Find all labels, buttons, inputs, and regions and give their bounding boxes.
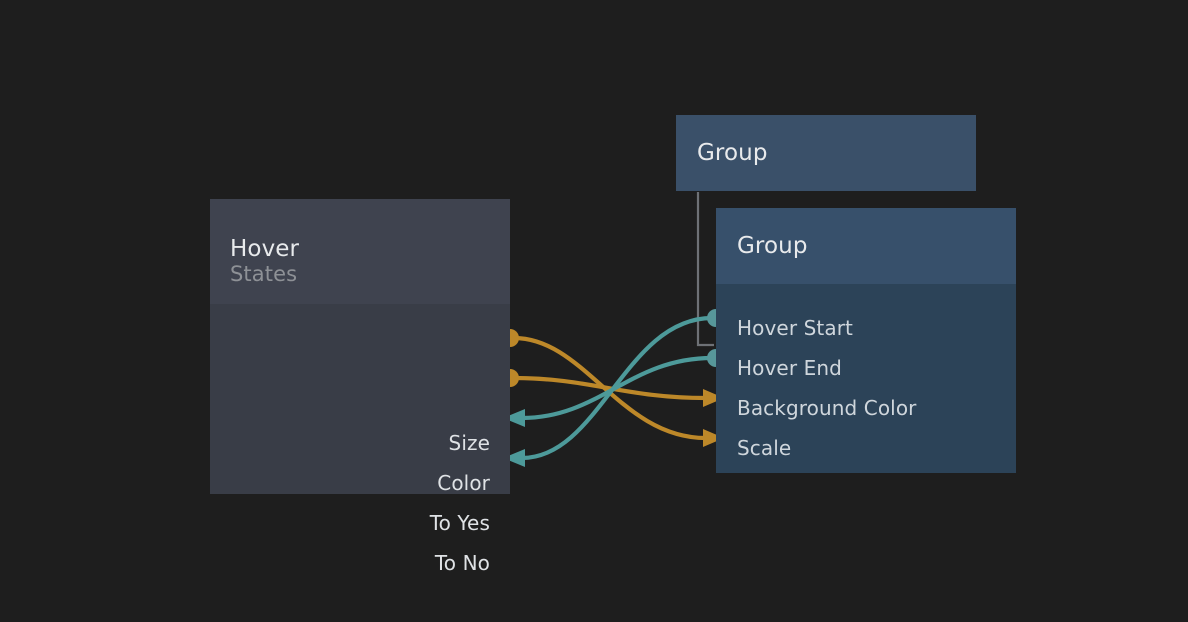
port-row-to-yes[interactable]: To Yes	[430, 513, 510, 533]
parent-link-elbow	[696, 192, 714, 347]
node-hover-body: Size Color To Yes To No	[210, 304, 510, 573]
node-hover-subtitle: States	[230, 262, 298, 287]
node-group-inner[interactable]: Group Hover Start Hover End Background C…	[716, 208, 1016, 473]
port-row-hover-end[interactable]: Hover End	[716, 358, 842, 378]
port-row-to-no[interactable]: To No	[435, 553, 510, 573]
port-label-to-no: To No	[434, 551, 490, 575]
port-label-to-yes: To Yes	[429, 511, 490, 535]
edge-size-to-scale	[511, 335, 709, 441]
node-group-outer[interactable]: Group	[676, 115, 976, 191]
port-row-background-color[interactable]: Background Color	[716, 398, 917, 418]
port-row-color[interactable]: Color	[437, 473, 510, 493]
port-row-size[interactable]: Size	[449, 433, 510, 453]
node-hover-header[interactable]: Hover States	[210, 199, 510, 304]
edge-color-to-background	[511, 375, 709, 401]
port-label-background-color: Background Color	[737, 396, 917, 420]
node-group-outer-header[interactable]: Group	[676, 115, 976, 191]
node-hover-title: Hover	[230, 235, 300, 262]
port-label-hover-start: Hover Start	[737, 316, 853, 340]
port-label-scale: Scale	[737, 436, 792, 460]
node-group-inner-header[interactable]: Group	[716, 208, 1016, 284]
port-label-hover-end: Hover End	[737, 356, 842, 380]
port-row-scale[interactable]: Scale	[716, 438, 791, 458]
port-label-color: Color	[437, 471, 490, 495]
node-group-outer-title: Group	[697, 139, 768, 166]
node-hover-states[interactable]: Hover States Size Color To Yes To No	[210, 199, 510, 573]
port-row-hover-start[interactable]: Hover Start	[716, 318, 853, 338]
node-group-inner-title: Group	[737, 232, 808, 259]
edge-hover-end-to-to-yes	[519, 355, 715, 421]
node-group-inner-body: Hover Start Hover End Background Color S…	[716, 284, 1016, 473]
port-label-size: Size	[448, 431, 490, 455]
edge-hover-start-to-to-no	[519, 315, 715, 461]
